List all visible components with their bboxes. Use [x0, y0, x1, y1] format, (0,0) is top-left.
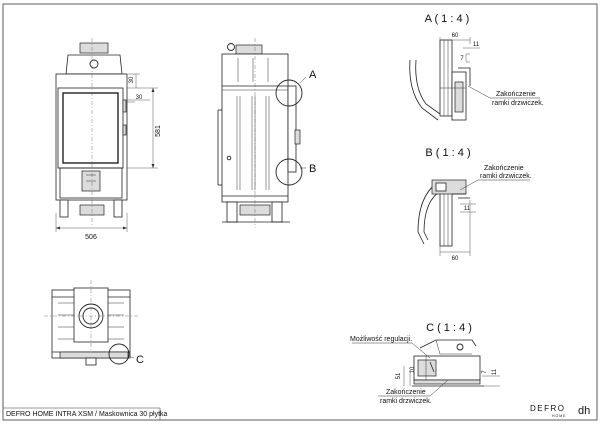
callout-c-label: C	[136, 354, 144, 366]
logo-wordmark: DEFRO	[530, 404, 566, 413]
defro-logo: DEFRO HOME dh	[530, 404, 590, 418]
callout-b-label: B	[309, 163, 316, 175]
logo-mark: dh	[578, 405, 590, 417]
detail-b-title: B ( 1 : 4 )	[425, 147, 470, 159]
top-view	[44, 280, 138, 366]
detail-c-dim-51: 51	[396, 372, 402, 379]
detail-a-dim-60: 60	[452, 33, 459, 39]
front-height-dim: 581	[155, 125, 162, 137]
detail-c-dim-11: 11	[492, 368, 498, 375]
front-right-offset-dim: 30	[136, 95, 143, 101]
detail-b-drawing	[417, 179, 530, 256]
detail-a-drawing	[409, 37, 540, 121]
detail-b-dim-60: 60	[452, 256, 459, 262]
front-width-dim: 506	[85, 234, 97, 241]
detail-b-dim-11: 11	[464, 206, 471, 212]
detail-a-dim-7: 7	[460, 56, 464, 62]
detail-b-note-line1: Zakończenie	[484, 165, 524, 172]
detail-c-title: C ( 1 : 4 )	[426, 322, 472, 334]
detail-c-note-line1: Zakończenie	[386, 389, 426, 396]
detail-a-note-line2: ramki drzwiczek.	[492, 100, 544, 107]
detail-c-note-line2: ramki drzwiczek.	[380, 398, 432, 405]
sheet-border	[2, 3, 598, 421]
detail-a-note-line1: Zakończenie	[496, 91, 536, 98]
detail-c-dim-10: 10	[410, 366, 416, 373]
detail-c-drawing	[352, 339, 500, 397]
front-top-offset-dim: 30	[129, 76, 135, 83]
detail-c-dim-7: 7	[482, 370, 488, 374]
detail-b-note-line2: ramki drzwiczek.	[480, 173, 532, 180]
detail-a-title: A ( 1 : 4 )	[425, 13, 470, 25]
front-view	[55, 38, 158, 232]
callout-a-label: A	[309, 69, 317, 81]
detail-c-adjust-label: Możliwość regulacji.	[350, 336, 412, 343]
side-view	[217, 38, 307, 228]
logo-subtext: HOME	[552, 414, 567, 418]
drawing-caption: DEFRO HOME INTRA XSM / Maskownica 30 pły…	[6, 411, 168, 418]
detail-a-dim-11: 11	[473, 42, 480, 48]
